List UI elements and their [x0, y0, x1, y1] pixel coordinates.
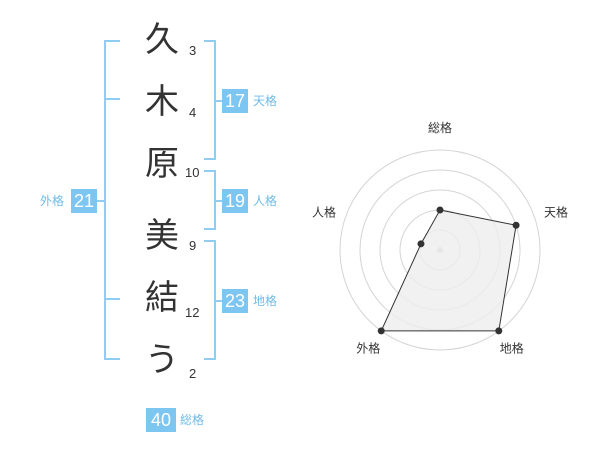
gaikaku-bracket-tick	[104, 98, 120, 100]
stroke-count-3: 10	[185, 165, 200, 180]
radar-value-polygon	[380, 209, 517, 332]
chikaku-connector	[214, 300, 222, 302]
radar-axis-label: 外格	[356, 341, 380, 356]
stroke-count-5: 12	[185, 305, 200, 320]
stroke-count-4: 9	[189, 238, 197, 253]
radar-point	[377, 327, 385, 335]
radar-axis-label: 天格	[544, 204, 568, 219]
gaikaku-connector	[96, 200, 104, 202]
name-char-1: 久	[145, 20, 179, 60]
tenkaku-label: 天格	[253, 94, 278, 108]
tenkaku-score: 17	[222, 89, 248, 113]
stroke-count-2: 4	[189, 105, 197, 120]
radar-axis-label: 地格	[500, 341, 524, 356]
radar-axis-label: 総格	[428, 120, 452, 135]
name-char-3: 原	[145, 144, 179, 184]
jinkaku-connector	[214, 200, 222, 202]
name-char-6: う	[145, 340, 179, 380]
chikaku-score: 23	[222, 289, 248, 313]
radar-points	[377, 206, 520, 335]
jinkaku-label: 人格	[253, 194, 278, 208]
gaikaku-label: 外格	[40, 194, 65, 208]
stroke-count-6: 2	[189, 366, 197, 381]
radar-point	[417, 240, 425, 248]
radar-point	[436, 206, 444, 214]
radar-axis-label: 人格	[312, 204, 336, 219]
gaikaku-bracket-tick	[104, 298, 120, 300]
name-char-4: 美	[145, 216, 179, 256]
soukaku-label: 総格	[180, 413, 205, 427]
radar-point	[512, 221, 520, 229]
radar-ring	[339, 149, 541, 351]
gaikaku-bracket	[104, 40, 120, 360]
name-char-2: 木	[145, 82, 179, 122]
name-char-5: 結	[145, 278, 179, 318]
tenkaku-connector	[214, 100, 222, 102]
radar-point	[495, 327, 503, 335]
jinkaku-score: 19	[222, 189, 248, 213]
chikaku-label: 地格	[253, 294, 278, 308]
stroke-count-1: 3	[189, 43, 197, 58]
gaikaku-score: 21	[71, 189, 97, 213]
soukaku-score: 40	[146, 408, 176, 432]
